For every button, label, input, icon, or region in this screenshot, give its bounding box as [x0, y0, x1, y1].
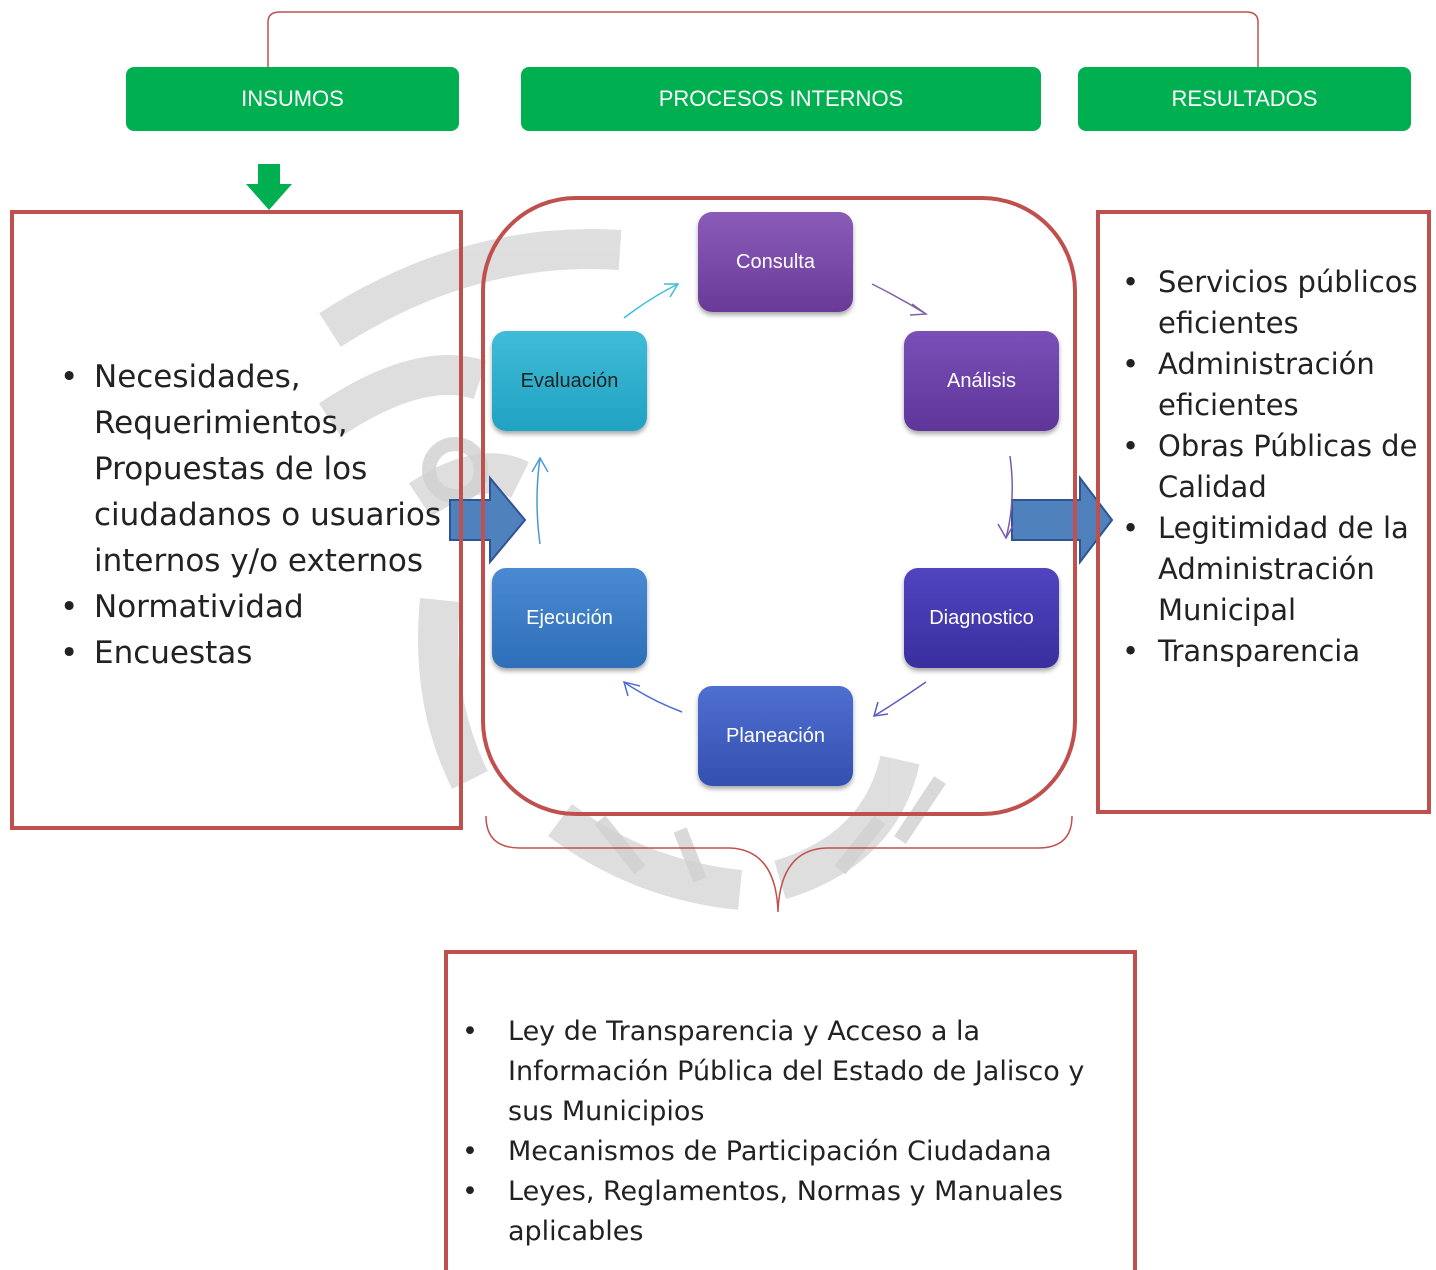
node-label: Ejecución	[526, 606, 613, 629]
cycle-arrow-icon	[531, 456, 549, 545]
list-item: Necesidades, Requerimientos, Propuestas …	[60, 354, 454, 584]
node-diagnostico: Diagnostico	[904, 568, 1059, 668]
header-procesos-internos: PROCESOS INTERNOS	[521, 67, 1041, 131]
insumos-panel: Necesidades, Requerimientos, Propuestas …	[10, 210, 463, 830]
list-item: Mecanismos de Participación Ciudadana	[462, 1132, 1118, 1172]
list-item: Legitimidad de la Administración Municip…	[1122, 508, 1426, 631]
node-label: Análisis	[947, 369, 1016, 392]
header-resultados: RESULTADOS	[1078, 67, 1411, 131]
list-item: Ley de Transparencia y Acceso a la Infor…	[462, 1012, 1118, 1132]
list-item: Leyes, Reglamentos, Normas y Manuales ap…	[462, 1172, 1118, 1252]
node-planeacion: Planeación	[698, 686, 853, 786]
cycle-arrow-icon	[872, 681, 927, 717]
node-label: Evaluación	[520, 369, 619, 392]
procesos-cycle-frame	[481, 196, 1077, 816]
resultados-list: Servicios públicos eficientes Administra…	[1122, 262, 1426, 672]
right-block-arrow-icon	[449, 475, 527, 565]
cycle-arrow-icon	[997, 455, 1015, 540]
top-bracket	[267, 11, 1259, 68]
list-item: Encuestas	[60, 630, 454, 676]
node-ejecucion: Ejecución	[492, 568, 647, 668]
resultados-panel: Servicios públicos eficientes Administra…	[1096, 210, 1431, 814]
header-procesos-label: PROCESOS INTERNOS	[658, 86, 904, 111]
node-label: Planeación	[726, 724, 825, 747]
cycle-arrow-icon	[623, 283, 680, 319]
cycle-arrow-icon	[622, 680, 683, 713]
header-resultados-label: RESULTADOS	[1171, 86, 1318, 111]
list-item: Administración eficientes	[1122, 344, 1426, 426]
insumos-list: Necesidades, Requerimientos, Propuestas …	[60, 354, 454, 676]
list-item: Transparencia	[1122, 631, 1426, 672]
list-item: Obras Públicas de Calidad	[1122, 426, 1426, 508]
node-label: Diagnostico	[929, 606, 1034, 629]
node-evaluacion: Evaluación	[492, 331, 647, 431]
marco-legal-list: Ley de Transparencia y Acceso a la Infor…	[462, 1012, 1118, 1252]
node-analisis: Análisis	[904, 331, 1059, 431]
bottom-brace	[485, 815, 1073, 913]
node-consulta: Consulta	[698, 212, 853, 312]
header-insumos: INSUMOS	[126, 67, 459, 131]
node-label: Consulta	[736, 250, 815, 273]
header-insumos-label: INSUMOS	[241, 86, 344, 111]
cycle-arrow-icon	[871, 283, 929, 316]
list-item: Normatividad	[60, 584, 454, 630]
down-arrow-icon	[246, 164, 292, 210]
list-item: Servicios públicos eficientes	[1122, 262, 1426, 344]
marco-legal-panel: Ley de Transparencia y Acceso a la Infor…	[444, 950, 1137, 1270]
